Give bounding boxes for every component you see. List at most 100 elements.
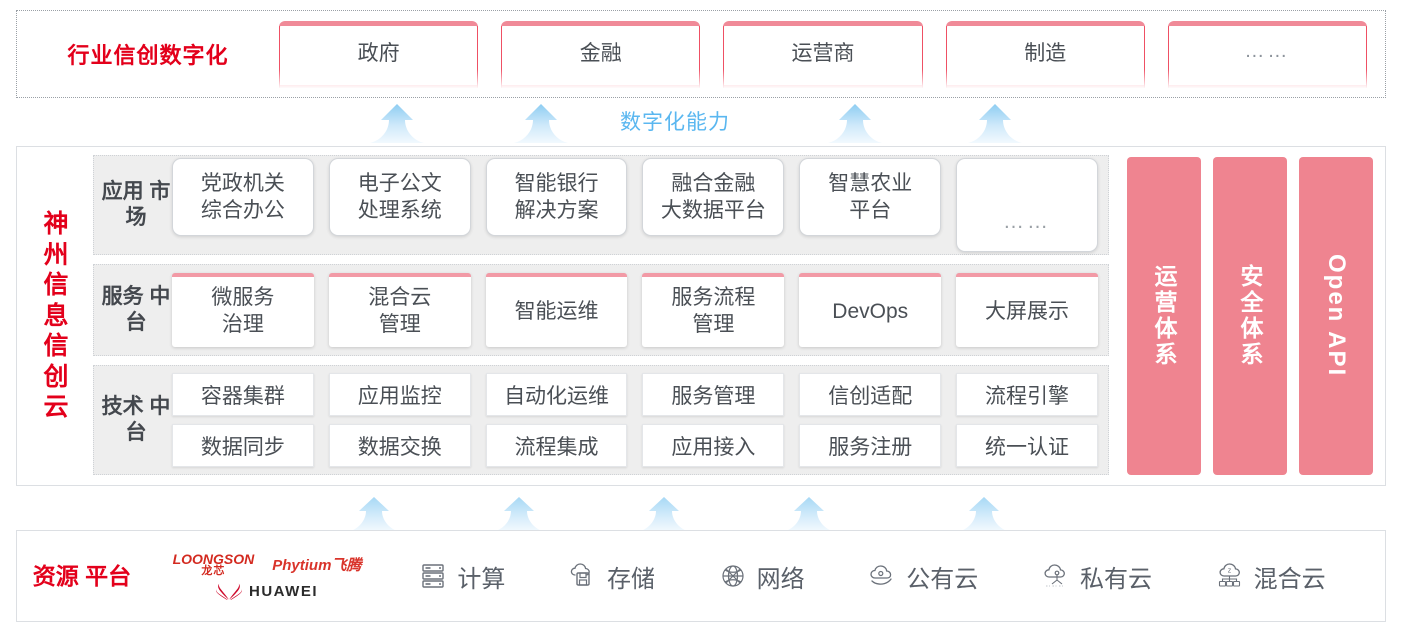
application-card-list: 党政机关 综合办公 电子公文 处理系统 智能银行 解决方案 融合金融 大数据平台… <box>172 158 1098 252</box>
cloud-title-char: 州 <box>43 240 69 269</box>
service-card-microservice-governance[interactable]: 微服务 治理 <box>172 273 314 347</box>
pillar-open-api[interactable]: Open API <box>1299 157 1373 475</box>
resource-item-private-cloud[interactable]: 私有云 <box>1041 559 1152 594</box>
service-card-hybrid-cloud-mgmt[interactable]: 混合云 管理 <box>328 273 471 347</box>
capability-label: 数字化能力 <box>620 111 730 134</box>
industry-card-label: 制造 <box>1024 41 1067 65</box>
service-card-devops[interactable]: DevOps <box>799 273 942 347</box>
resource-item-compute[interactable]: 计算 <box>418 559 505 594</box>
tech-card-data-exchange[interactable]: 数据交换 <box>328 424 471 467</box>
svg-text:z: z <box>1227 568 1231 575</box>
resource-item-label: 网络 <box>756 565 805 593</box>
layer-application-market: 应用 市场 党政机关 综合办公 电子公文 处理系统 智能银行 解决方案 融合金融… <box>93 155 1109 255</box>
industry-card-carrier[interactable]: 运营商 <box>723 20 923 88</box>
card-top-accent <box>279 20 479 26</box>
layer-service-platform: 服务 中台 微服务 治理 混合云 管理 智能运维 服务流程 管理 DevOps … <box>93 264 1109 356</box>
tech-card-process-integration[interactable]: 流程集成 <box>485 424 628 467</box>
app-card-more[interactable]: …… <box>956 158 1098 252</box>
cloud-title-char: 信 <box>43 271 69 300</box>
industry-band-title: 行业信创数字化 <box>67 43 229 68</box>
card-top-accent <box>723 20 923 26</box>
up-arrow-icon <box>490 491 548 533</box>
industry-band: 行业信创数字化 政府 金融 运营商 制造 …… <box>16 10 1386 98</box>
up-arrow-icon <box>780 491 838 533</box>
service-card-list: 微服务 治理 混合云 管理 智能运维 服务流程 管理 DevOps 大屏展示 <box>172 273 1098 347</box>
technology-card-row: 数据同步 数据交换 流程集成 应用接入 服务注册 统一认证 <box>172 424 1098 467</box>
phytium-logo: Phytium飞腾 <box>272 557 362 574</box>
tech-card-service-registry[interactable]: 服务注册 <box>799 424 942 467</box>
technology-card-row: 容器集群 应用监控 自动化运维 服务管理 信创适配 流程引擎 <box>172 373 1098 416</box>
huawei-logo-text: HUAWEI <box>249 583 318 600</box>
loongson-logo: LOONGSON 龙芯 <box>173 552 255 577</box>
card-top-accent <box>1167 20 1368 26</box>
app-card-smart-agriculture[interactable]: 智慧农业 平台 <box>799 158 942 236</box>
tech-card-xinchuang-adaptation[interactable]: 信创适配 <box>799 373 942 416</box>
up-arrow-icon <box>512 102 570 144</box>
card-top-accent <box>945 20 1145 26</box>
cloud-title-char: 云 <box>43 393 69 422</box>
vendor-logo-row-1: LOONGSON 龙芯 Phytium飞腾 <box>173 552 362 577</box>
cloud-platform-panel: 神 州 信 息 信 创 云 应用 市场 党政机关 综合办公 电子公文 处理系统 … <box>16 146 1386 486</box>
industry-card-finance[interactable]: 金融 <box>501 20 701 88</box>
capability-arrow-strip-top: 数字化能力 <box>0 98 1402 144</box>
industry-card-manufacturing[interactable]: 制造 <box>945 20 1145 88</box>
cloud-storage-icon <box>570 563 590 586</box>
loongson-logo-en: LOONGSON <box>172 551 255 567</box>
loongson-logo-cn: 龙芯 <box>201 565 226 577</box>
app-card-edoc-system[interactable]: 电子公文 处理系统 <box>328 158 471 236</box>
industry-card-label: 运营商 <box>791 41 855 65</box>
resource-platform-panel: 资源 平台 LOONGSON 龙芯 Phytium飞腾 <box>16 530 1386 622</box>
up-arrow-icon <box>826 102 884 144</box>
huawei-flower-icon <box>216 583 242 600</box>
tech-card-app-monitoring[interactable]: 应用监控 <box>328 373 471 416</box>
cloud-platform-title: 神 州 信 息 信 创 云 <box>17 147 87 485</box>
technology-card-grid: 容器集群 应用监控 自动化运维 服务管理 信创适配 流程引擎 数据同步 数据交换… <box>172 373 1098 467</box>
tech-card-process-engine[interactable]: 流程引擎 <box>956 373 1098 416</box>
private-cloud-icon <box>1044 564 1065 587</box>
vendor-logo-group: LOONGSON 龙芯 Phytium飞腾 HUAWEI <box>147 552 387 600</box>
industry-card-label: …… <box>1244 40 1291 62</box>
cloud-platform-body: 应用 市场 党政机关 综合办公 电子公文 处理系统 智能银行 解决方案 融合金融… <box>87 147 1385 485</box>
resource-item-label: 存储 <box>606 565 655 593</box>
service-card-dashboard[interactable]: 大屏展示 <box>956 273 1098 347</box>
card-top-accent <box>501 20 701 26</box>
tech-card-unified-auth[interactable]: 统一认证 <box>956 424 1098 467</box>
tech-card-automated-ops[interactable]: 自动化运维 <box>485 373 628 416</box>
app-card-finance-bigdata[interactable]: 融合金融 大数据平台 <box>642 158 785 236</box>
app-card-smart-bank[interactable]: 智能银行 解决方案 <box>485 158 628 236</box>
hybrid-cloud-icon: z <box>1218 563 1240 587</box>
layer-label: 应用 市场 <box>101 179 171 229</box>
industry-card-more[interactable]: …… <box>1167 20 1368 88</box>
pillar-operations[interactable]: 运营体系 <box>1127 157 1201 475</box>
up-arrow-icon <box>368 102 426 144</box>
cloud-title-char: 创 <box>43 362 69 391</box>
tech-card-app-access[interactable]: 应用接入 <box>642 424 785 467</box>
resource-item-label: 计算 <box>457 565 506 593</box>
vendor-logo-row-2: HUAWEI <box>216 583 318 600</box>
network-icon <box>722 565 744 587</box>
cloud-pillar-list: 运营体系 安全体系 Open API <box>1117 155 1375 477</box>
industry-card-list: 政府 金融 运营商 制造 …… <box>279 20 1385 88</box>
server-icon <box>422 564 445 588</box>
resource-item-label: 私有云 <box>1079 565 1152 593</box>
service-card-smart-ops[interactable]: 智能运维 <box>485 273 628 347</box>
resource-item-hybrid-cloud[interactable]: z 混合云 <box>1215 559 1326 594</box>
up-arrow-icon <box>345 491 403 533</box>
resource-platform-title: 资源 平台 <box>32 562 132 589</box>
up-arrow-icon <box>635 491 693 533</box>
app-card-gov-office[interactable]: 党政机关 综合办公 <box>172 158 314 236</box>
up-arrow-icon <box>966 102 1024 144</box>
resource-item-public-cloud[interactable]: 公有云 <box>867 559 978 594</box>
industry-card-government[interactable]: 政府 <box>279 20 479 88</box>
layer-technology-platform: 技术 中台 容器集群 应用监控 自动化运维 服务管理 信创适配 流程引擎 数据同… <box>93 365 1109 475</box>
cloud-title-char: 信 <box>43 332 69 361</box>
cloud-title-char: 神 <box>43 210 69 239</box>
resource-item-network[interactable]: 网络 <box>718 559 805 594</box>
tech-card-service-mgmt[interactable]: 服务管理 <box>642 373 785 416</box>
pillar-security[interactable]: 安全体系 <box>1213 157 1287 475</box>
resource-item-storage[interactable]: 存储 <box>568 559 655 594</box>
tech-card-container-cluster[interactable]: 容器集群 <box>172 373 314 416</box>
tech-card-data-sync[interactable]: 数据同步 <box>172 424 314 467</box>
service-card-process-mgmt[interactable]: 服务流程 管理 <box>642 273 785 347</box>
